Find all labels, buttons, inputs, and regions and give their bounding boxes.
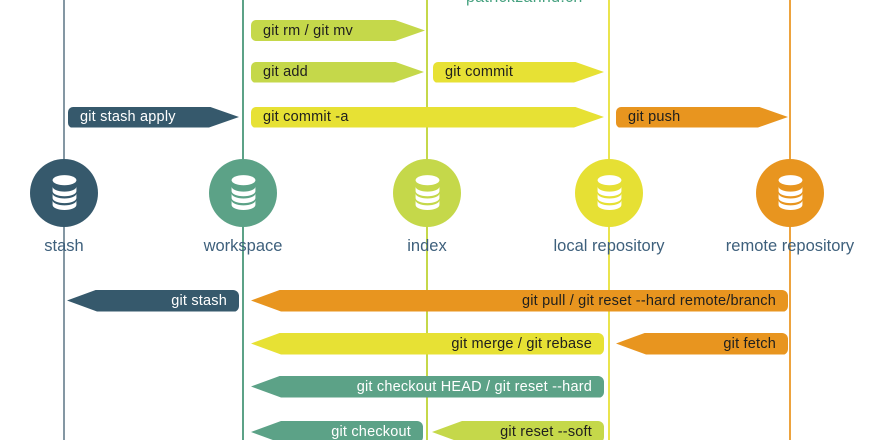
column-label-workspace: workspace — [203, 237, 283, 255]
column-label-stash: stash — [44, 237, 84, 255]
arrow-git-rm-git-mv: git rm / git mv — [251, 20, 425, 41]
database-icon — [597, 175, 621, 210]
arrow-git-commit: git commit — [433, 62, 604, 83]
arrow-git-reset-soft: git reset --soft — [432, 421, 604, 440]
arrow-git-checkout: git checkout — [251, 421, 423, 440]
arrow-git-stash: git stash — [67, 289, 239, 312]
stash-node — [30, 159, 98, 227]
arrow-git-fetch: git fetch — [616, 332, 788, 355]
arrow-git-commit-a: git commit -a — [251, 107, 604, 128]
database-icon — [52, 175, 76, 210]
column-label-local-repository: local repository — [553, 237, 665, 255]
column-label-remote-repository: remote repository — [725, 237, 855, 255]
remote-repository-node — [756, 159, 824, 227]
local-repository-node — [575, 159, 643, 227]
arrow-git-push: git push — [616, 107, 788, 128]
arrow-git-stash-apply: git stash apply — [68, 107, 239, 128]
database-icon — [778, 175, 802, 210]
workspace-node — [209, 159, 277, 227]
arrow-git-add: git add — [251, 62, 424, 83]
database-icon — [231, 175, 255, 210]
attribution-text: patrickzahnd.ch — [466, 0, 583, 7]
arrow-git-merge-git-rebase: git merge / git rebase — [251, 332, 604, 355]
arrow-git-checkout-head: git checkout HEAD / git reset --hard — [251, 375, 604, 398]
arrow-git-pull: git pull / git reset --hard remote/branc… — [251, 289, 788, 312]
index-node — [393, 159, 461, 227]
column-label-index: index — [407, 237, 447, 255]
database-icon — [415, 175, 439, 210]
